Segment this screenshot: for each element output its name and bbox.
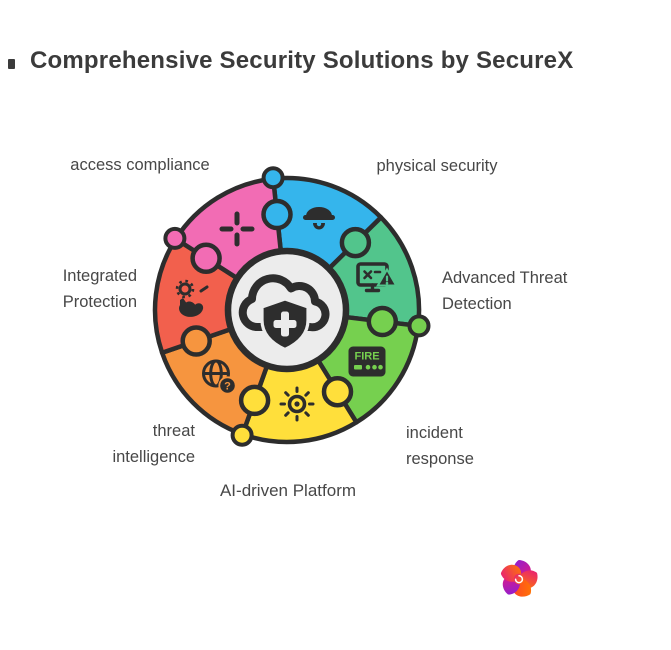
label-line-1: threat bbox=[152, 422, 195, 440]
puzzle-knob bbox=[321, 375, 354, 408]
label-text: physical security bbox=[376, 157, 498, 175]
brand-logo bbox=[495, 555, 543, 603]
puzzle-knob bbox=[339, 226, 372, 259]
label-line-2: response bbox=[406, 450, 474, 468]
label-threat-intelligence: threat intelligence bbox=[55, 418, 195, 470]
wheel-center-circle bbox=[226, 249, 348, 371]
page-title: Comprehensive Security Solutions by Secu… bbox=[30, 47, 574, 74]
puzzle-outer-tab bbox=[261, 166, 285, 190]
puzzle-knob bbox=[261, 198, 293, 231]
label-line-1: Integrated bbox=[62, 267, 137, 285]
puzzle-outer-tab bbox=[163, 226, 187, 250]
puzzle-knob bbox=[366, 305, 399, 338]
title-marker-icon bbox=[8, 59, 15, 69]
label-line-2: Protection bbox=[62, 293, 137, 311]
label-advanced-threat-detection: Advanced Threat Detection bbox=[442, 265, 567, 317]
label-line-1: Advanced Threat bbox=[442, 269, 568, 287]
puzzle-outer-tab bbox=[407, 314, 431, 338]
puzzle-outer-tab bbox=[230, 423, 254, 447]
label-ai-driven-platform: AI-driven Platform bbox=[178, 478, 398, 504]
label-text: AI-driven Platform bbox=[219, 481, 357, 500]
label-integrated-protection: Integrated Protection bbox=[2, 263, 137, 315]
puzzle-knob bbox=[190, 242, 222, 275]
label-incident-response: incident response bbox=[406, 420, 474, 472]
brand-logo-icon bbox=[500, 560, 538, 597]
puzzle-knob bbox=[180, 325, 212, 357]
label-line-2: Detection bbox=[442, 295, 512, 313]
label-text: access compliance bbox=[70, 156, 210, 174]
label-access-compliance: access compliance bbox=[40, 152, 240, 178]
label-line-1: incident bbox=[406, 424, 463, 442]
label-line-2: intelligence bbox=[112, 448, 195, 466]
label-physical-security: physical security bbox=[337, 153, 537, 179]
puzzle-knob bbox=[238, 384, 271, 417]
